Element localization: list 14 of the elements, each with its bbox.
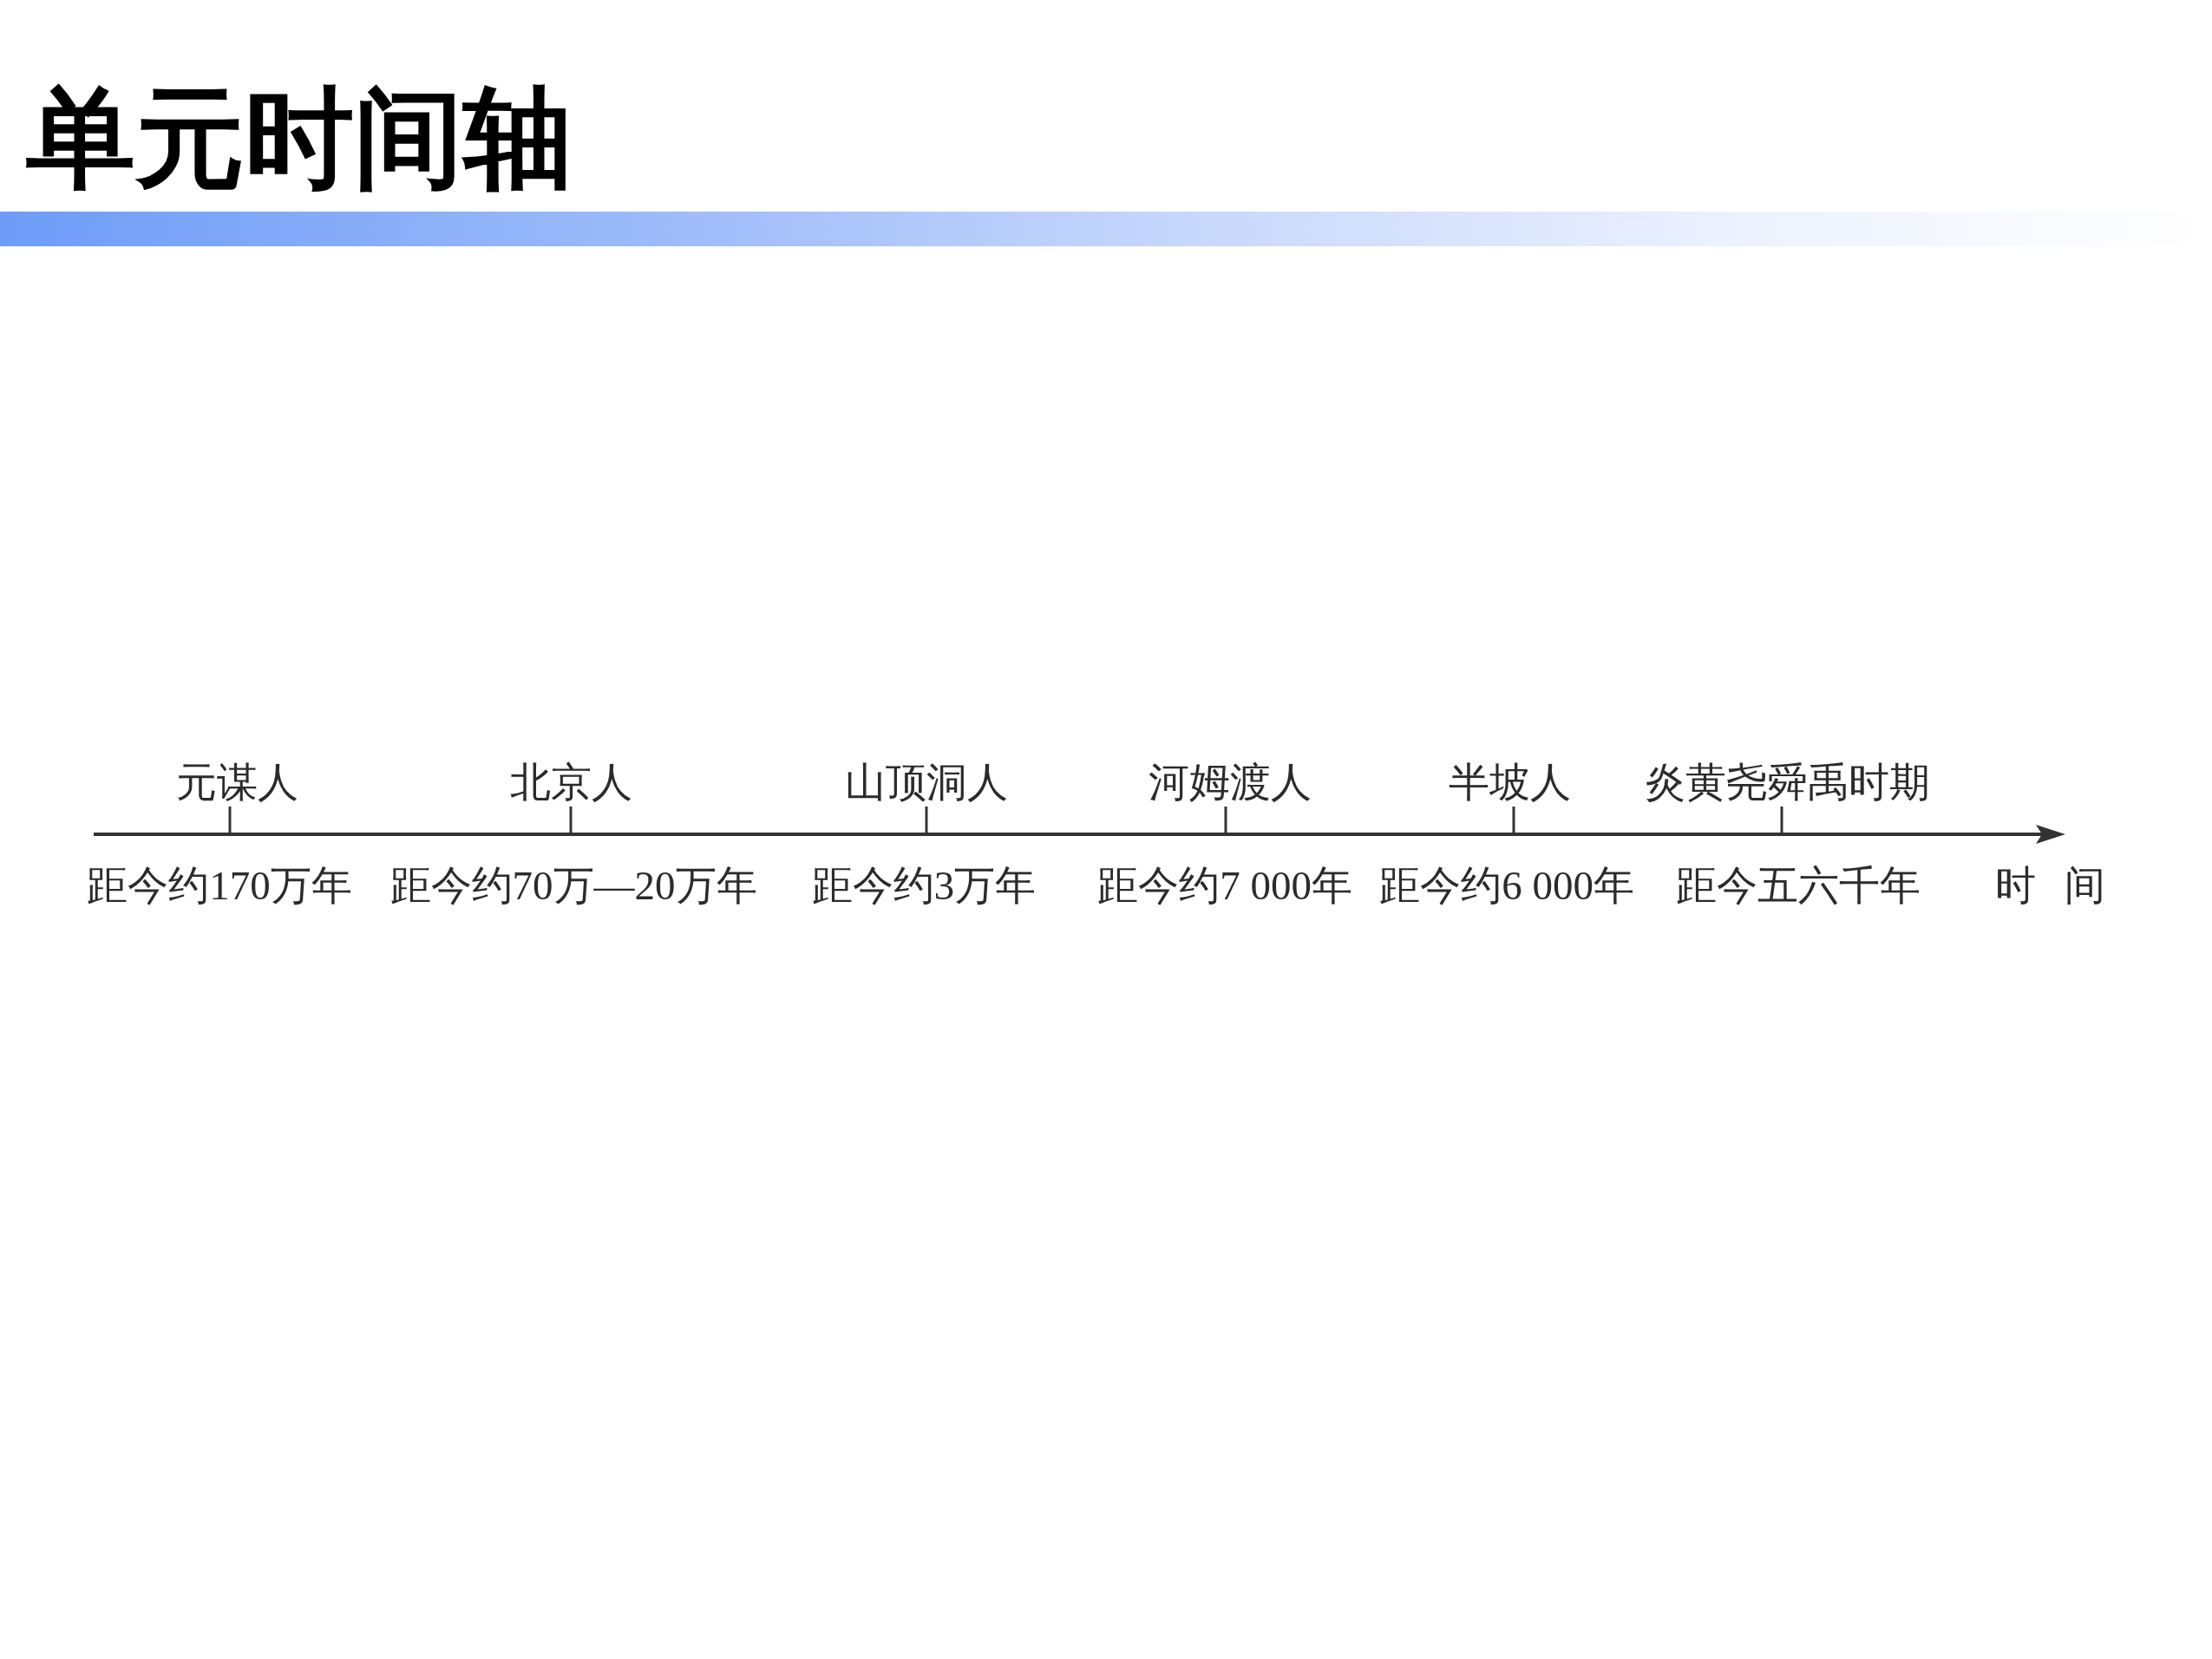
axis-label: 时间 <box>1994 865 2105 906</box>
date-label: 距今五六千年 <box>1676 865 1921 906</box>
event-label: 半坡人 <box>1448 761 1571 803</box>
event-label: 炎黄尧舜禹时期 <box>1644 761 1930 803</box>
date-label: 距今约170万年 <box>87 865 352 906</box>
event-label: 元谋人 <box>175 761 298 803</box>
event-label: 北京人 <box>509 761 632 803</box>
title: 单元时间轴 <box>26 85 573 194</box>
date-label: 距今约7 000年 <box>1097 865 1352 906</box>
date-label: 距今约70万—20万年 <box>389 865 757 906</box>
date-label: 距今约3万年 <box>811 865 1037 906</box>
event-label: 山顶洞人 <box>845 761 1008 803</box>
date-label: 距今约6 000年 <box>1379 865 1634 906</box>
event-label: 河姆渡人 <box>1149 761 1312 803</box>
